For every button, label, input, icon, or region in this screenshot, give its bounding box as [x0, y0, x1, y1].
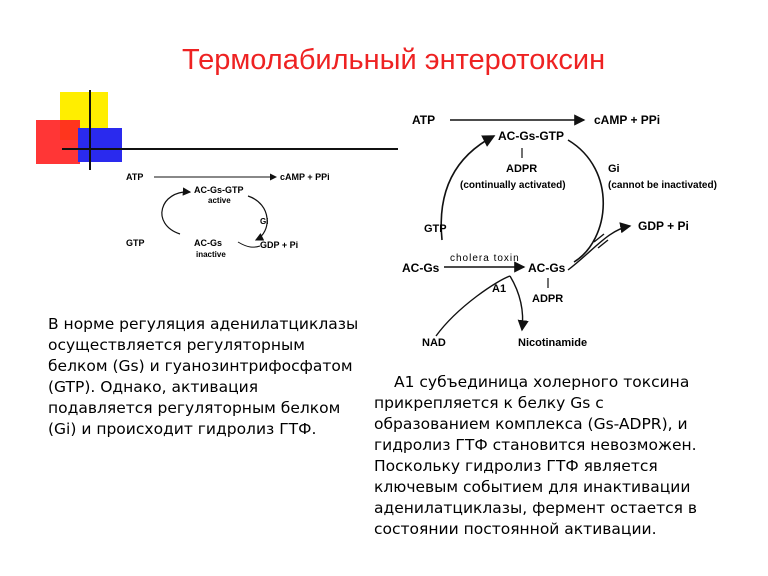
normal-text-line: В норме регуляция аденилатциклазы: [48, 315, 359, 333]
deco-red-square: [36, 120, 80, 164]
cholera-text-line: состоянии постоянной активации.: [374, 520, 657, 538]
r-cannot-label: (cannot be inactivated): [608, 180, 717, 191]
cholera-text-line: А1 субъединица холерного токсина: [394, 373, 690, 391]
gi-label: Gi: [260, 217, 268, 226]
active-label: active: [208, 196, 231, 205]
normal-regulation-text: В норме регуляция аденилатциклазы осущес…: [48, 314, 358, 440]
atp-label: ATP: [126, 172, 143, 182]
slide-title: Термолабильный энтеротоксин: [182, 44, 606, 76]
acgs-label: AC-Gs: [194, 238, 222, 248]
r-atp-label: ATP: [412, 113, 435, 127]
normal-text-line: подавляется регуляторным белком: [48, 399, 341, 417]
deco-horizontal-line: [62, 148, 398, 150]
acgs-gtp-label: AC-Gs-GTP: [194, 185, 244, 195]
r-camp-label: cAMP + PPi: [594, 113, 660, 127]
r-nad-label: NAD: [422, 337, 446, 349]
normal-regulation-diagram: ATP cAMP + PPi AC-Gs-GTP active Gi GTP A…: [126, 172, 330, 259]
cholera-text-line: прикрепляется к белку Gs с: [374, 394, 604, 412]
r-a1-label: A1: [492, 283, 506, 295]
inactive-label: inactive: [196, 250, 226, 259]
gdp-label: GDP + Pi: [260, 240, 298, 250]
deco-vertical-line: [89, 90, 91, 170]
cholera-text-line: образованием комплекса (Gs-ADPR), и: [374, 415, 688, 433]
r-gtp-label: GTP: [424, 223, 447, 235]
r-gi-label: Gi: [608, 163, 620, 175]
normal-text-line: (Gi) и происходит гидролиз ГТФ.: [48, 420, 317, 438]
r-nicotinamide-label: Nicotinamide: [518, 337, 587, 349]
r-acgs-right-label: AC-Gs: [528, 261, 566, 275]
camp-label: cAMP + PPi: [280, 172, 330, 182]
cholera-toxin-text: А1 субъединица холерного токсина прикреп…: [374, 372, 697, 540]
r-gdp-label: GDP + Pi: [638, 219, 689, 233]
r-acgs-left-label: AC-Gs: [402, 261, 440, 275]
cholera-text-line: гидролиз ГТФ становится невозможен.: [374, 436, 697, 454]
normal-text-line: осуществляется регуляторным: [48, 336, 305, 354]
r-adpr-bottom-label: ADPR: [532, 293, 563, 305]
gtp-label: GTP: [126, 238, 145, 248]
deco-blue-square: [78, 128, 122, 162]
cholera-text-line: ключевым событием для инактивации: [374, 478, 691, 496]
cholera-text-line: аденилатциклазы, фермент остается в: [374, 499, 698, 517]
r-continually-label: (continually activated): [460, 180, 566, 191]
r-acgs-gtp-label: AC-Gs-GTP: [498, 129, 564, 143]
r-adpr-top-label: ADPR: [506, 163, 537, 175]
normal-text-line: белком (Gs) и гуанозинтрифосфатом: [48, 357, 353, 375]
normal-text-line: (GTP). Однако, активация: [48, 378, 259, 396]
r-cholera-label: cholera toxin: [450, 253, 520, 264]
cholera-toxin-diagram: ATP cAMP + PPi AC-Gs-GTP ADPR (continual…: [402, 113, 717, 349]
cholera-text-line: Поскольку гидролиз ГТФ является: [374, 457, 658, 475]
